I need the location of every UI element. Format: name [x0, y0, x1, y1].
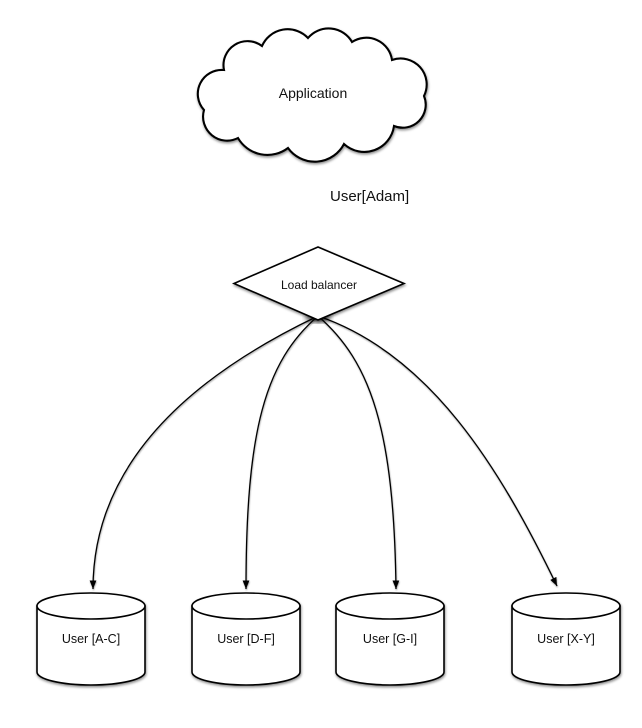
cylinder-top-icon [191, 592, 301, 620]
cylinder-top-icon [36, 592, 146, 620]
application-label: Application [279, 85, 348, 101]
cylinder-top-icon [511, 592, 621, 620]
edge-lb-to-shard-d-f [242, 315, 319, 590]
edge-lb-to-shard-x-y [317, 315, 558, 587]
database-label-g-i: User [G-I] [363, 632, 417, 646]
application-cloud-node: Application [196, 27, 428, 163]
cylinder-shape-icon [36, 605, 146, 686]
load-balancer-label: Load balancer [281, 278, 357, 292]
database-label-x-y: User [X-Y] [537, 632, 595, 646]
cylinder-shape-icon [335, 605, 445, 686]
load-balancer-diamond-node: Load balancer [231, 246, 407, 321]
edges-load-balancer-to-shards [89, 313, 558, 590]
database-node-user-d-f: User [D-F] [191, 592, 301, 686]
database-node-user-g-i: User [G-I] [335, 592, 445, 686]
cylinder-shape-icon [191, 605, 301, 686]
edge-lb-to-shard-a-c [89, 315, 319, 590]
cloud-shape-icon [196, 27, 428, 163]
edge-label-user-adam: User[Adam] [330, 188, 409, 205]
edge-lb-to-shard-g-i [317, 315, 400, 590]
cylinder-shape-icon [511, 605, 621, 686]
database-label-d-f: User [D-F] [217, 632, 275, 646]
cylinder-top-icon [335, 592, 445, 620]
diamond-shape-icon [231, 246, 407, 321]
database-node-user-x-y: User [X-Y] [511, 592, 621, 686]
database-label-a-c: User [A-C] [62, 632, 120, 646]
database-node-user-a-c: User [A-C] [36, 592, 146, 686]
